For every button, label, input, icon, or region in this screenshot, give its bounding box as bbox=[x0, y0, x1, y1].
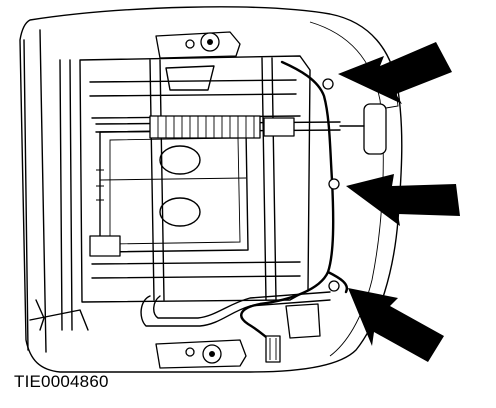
seat-frame-side-rails bbox=[23, 29, 89, 353]
seat-center-panel bbox=[89, 129, 249, 257]
callout-arrow-middle bbox=[346, 174, 460, 226]
lower-frame-tube bbox=[140, 291, 331, 339]
callout-arrow-lower bbox=[348, 288, 444, 362]
adjuster-screw-assembly bbox=[95, 89, 399, 155]
top-mounting-bracket bbox=[155, 31, 241, 91]
callout-arrow-upper bbox=[338, 42, 452, 104]
seat-frame-inner bbox=[79, 55, 311, 303]
bottom-mounting-bracket bbox=[155, 339, 247, 369]
figure-reference-code: TIE0004860 bbox=[14, 372, 109, 391]
seat-cushion-outline bbox=[19, 6, 403, 373]
wiring-harness bbox=[240, 60, 349, 363]
